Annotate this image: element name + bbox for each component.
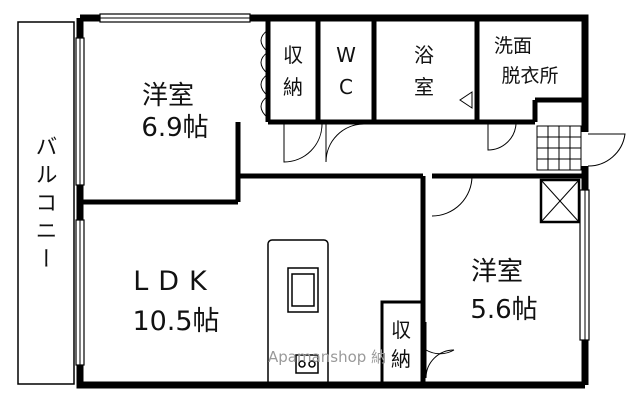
closet1-folding-door: [260, 29, 269, 119]
western2-size: 5.6帖: [470, 295, 537, 325]
shoe-cabinet: [539, 178, 581, 224]
wc-bottom: C: [339, 75, 353, 99]
closet2-box: [380, 300, 424, 387]
closet1-top: 収: [283, 43, 303, 67]
wash-top: 洗面: [494, 35, 532, 57]
windows: [75, 13, 590, 366]
wc-top: W: [336, 43, 356, 67]
closet2-top: 収: [391, 318, 411, 342]
watermark: Apamanshop 納: [268, 348, 386, 366]
ldk-name: LDK: [133, 266, 217, 297]
ldk-size: 10.5帖: [132, 306, 219, 337]
closet1-bottom: 納: [283, 75, 303, 99]
western2-name: 洋室: [471, 257, 523, 287]
western1-size: 6.9帖: [141, 113, 208, 143]
closet2-bottom: 納: [391, 347, 411, 371]
entrance-tiles: [536, 125, 582, 171]
kitchen-counter: [267, 239, 329, 386]
western1-name: 洋室: [142, 81, 194, 111]
balcony-outline: [17, 21, 75, 385]
interior-walls: [80, 18, 585, 385]
bath-triangle-mark: [459, 91, 473, 109]
bath-bottom: 室: [414, 75, 434, 99]
balcony-label: バルコニー: [32, 135, 57, 275]
door-swings: [283, 123, 626, 379]
bath-top: 浴: [414, 43, 434, 67]
wash-bottom: 脱衣所: [501, 65, 558, 87]
